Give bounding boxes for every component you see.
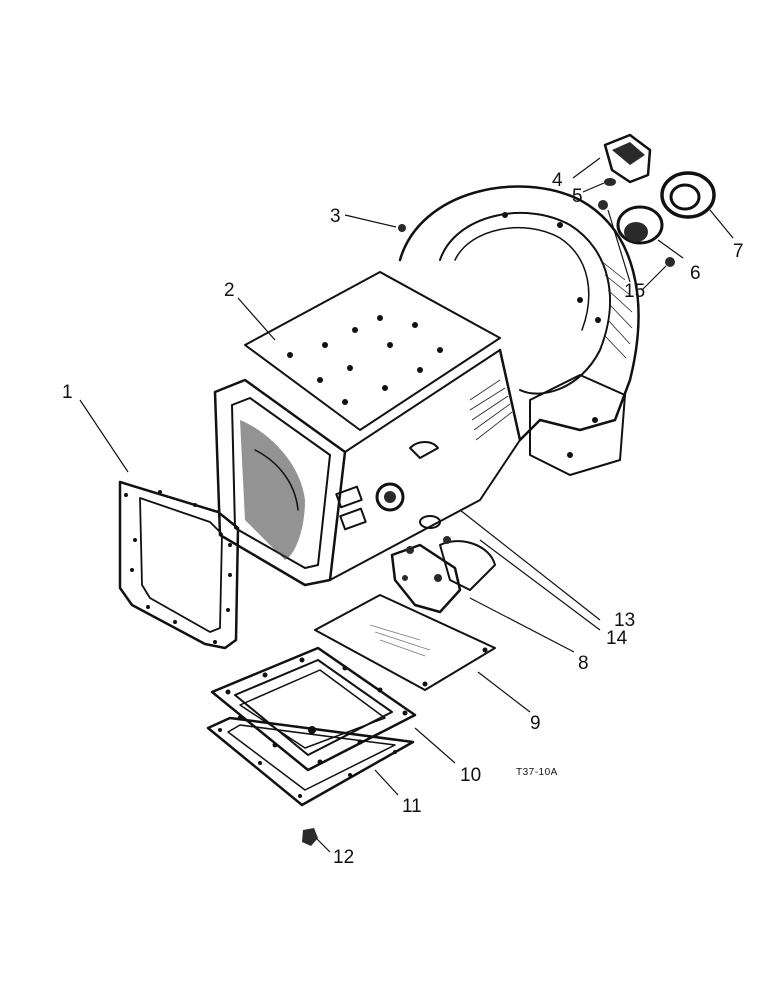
callout-4: 4 (552, 170, 563, 191)
part-4-bracket (603, 133, 652, 184)
callout-7: 7 (733, 241, 744, 262)
callout-1: 1 (62, 382, 73, 403)
callout-labels: 1 2 3 4 5 6 7 8 9 10 11 12 13 14 15 T37-… (62, 170, 744, 868)
part-3-plug (398, 224, 406, 232)
part-1-gasket (118, 480, 240, 650)
part-7-bearing (660, 171, 716, 219)
part-5-washer (604, 178, 616, 186)
part-6-bearing-retainer (616, 205, 664, 245)
callout-5: 5 (572, 186, 583, 207)
callout-13: 13 (614, 610, 635, 631)
part-14-pin (443, 536, 451, 544)
reference-code: T37-10A (516, 767, 558, 778)
part-8-mount (390, 540, 496, 614)
part-2-housing (213, 185, 640, 587)
callout-6: 6 (690, 263, 701, 284)
callout-3: 3 (330, 206, 341, 227)
callout-2: 2 (224, 280, 235, 301)
callout-10: 10 (460, 765, 481, 786)
part-15-bolt (598, 200, 675, 267)
callout-12: 12 (333, 847, 354, 868)
callout-14: 14 (606, 628, 628, 649)
callout-9: 9 (530, 713, 541, 734)
callout-11: 11 (402, 796, 422, 817)
callout-15: 15 (624, 281, 645, 302)
callout-8: 8 (578, 653, 589, 674)
part-12-drain-plug (302, 828, 318, 846)
leader-lines (79, 157, 734, 853)
part-13-seal (419, 515, 441, 529)
part-11-gasket (206, 716, 415, 807)
part-10-pan (210, 646, 417, 772)
part-9-plate (314, 594, 496, 691)
